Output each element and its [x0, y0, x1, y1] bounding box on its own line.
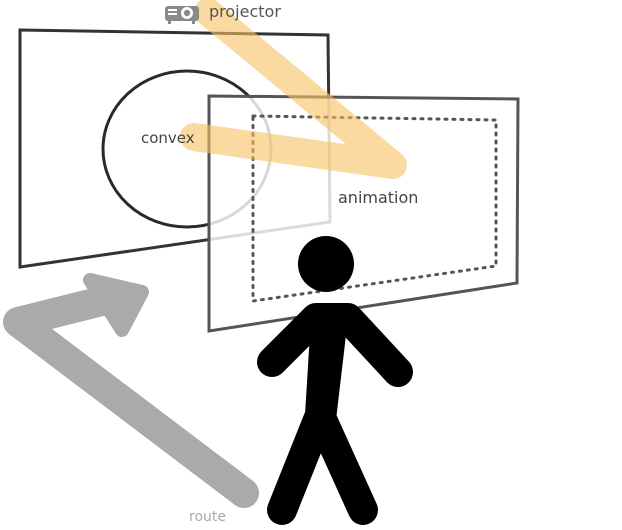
- animation-dotted-frame: [251, 114, 498, 303]
- person-head: [298, 236, 354, 292]
- route-arrow-icon: [3, 273, 259, 508]
- projector-beam-path: [180, 0, 407, 179]
- person-figure-icon: [257, 236, 413, 525]
- route-label: route: [189, 509, 226, 525]
- convex-label: convex: [141, 129, 195, 147]
- route-arrow-shaft: [3, 281, 259, 508]
- projector-beam: [180, 0, 407, 179]
- animation-label: animation: [338, 188, 418, 207]
- projector-icon: [165, 6, 199, 24]
- route-arrow-head: [83, 273, 149, 337]
- projector-label: projector: [209, 2, 281, 21]
- person-torso: [306, 318, 348, 420]
